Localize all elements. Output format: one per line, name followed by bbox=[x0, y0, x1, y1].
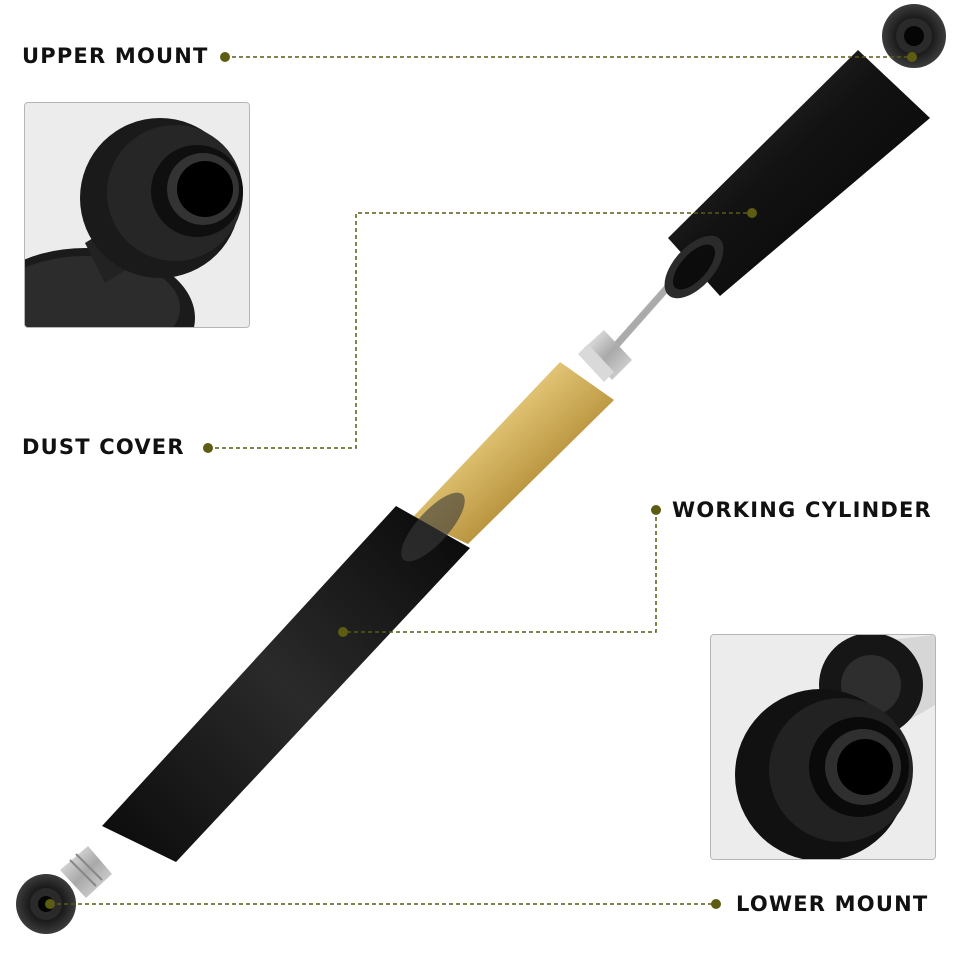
lower-chrome-fitting bbox=[60, 846, 112, 898]
dot-lower-mount-target bbox=[45, 899, 55, 909]
leader-lines bbox=[50, 56, 912, 905]
dot-dust-cover-target bbox=[747, 208, 757, 218]
dust-cover-body bbox=[664, 50, 930, 299]
leader-working-cylinder bbox=[343, 510, 657, 633]
leader-dust-cover bbox=[208, 212, 752, 449]
dot-lower-mount-label bbox=[711, 899, 721, 909]
dot-dust-cover-label bbox=[203, 443, 213, 453]
lower-mount-closeup bbox=[710, 634, 936, 860]
label-working-cylinder: WORKING CYLINDER bbox=[672, 498, 932, 522]
dot-upper-mount-label bbox=[220, 52, 230, 62]
upper-mount-eye bbox=[882, 4, 946, 68]
dot-upper-mount-target bbox=[907, 52, 917, 62]
label-upper-mount: UPPER MOUNT bbox=[22, 44, 209, 68]
dot-working-cylinder-label bbox=[651, 505, 661, 515]
rod-collar bbox=[578, 330, 632, 382]
dot-working-cylinder-target bbox=[338, 627, 348, 637]
label-lower-mount: LOWER MOUNT bbox=[736, 892, 929, 916]
upper-mount-closeup bbox=[24, 102, 250, 328]
working-cylinder-body bbox=[102, 492, 470, 862]
label-dust-cover: DUST COVER bbox=[22, 435, 185, 459]
